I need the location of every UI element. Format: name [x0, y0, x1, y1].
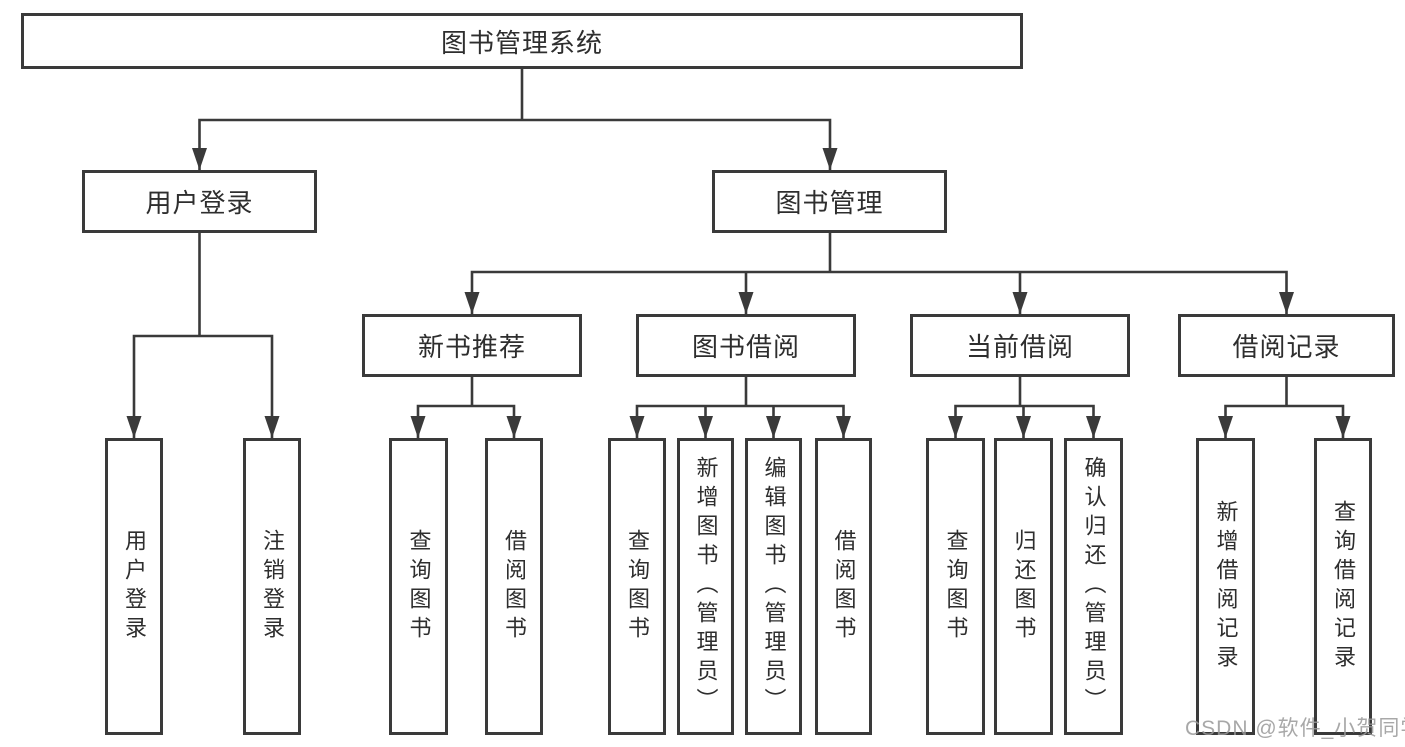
arrowhead: [410, 416, 426, 438]
arrowhead: [738, 292, 754, 314]
leaf-confirm-return-admin: 确认归还（管理员）: [1064, 438, 1123, 735]
leaf-add-book-admin: 新增图书（管理员）: [677, 438, 734, 735]
arrowhead: [698, 416, 713, 438]
arrowhead: [506, 416, 522, 438]
leaf-user-login: 用户登录: [105, 438, 163, 735]
connector-userlogin-to-leaves: [132, 231, 274, 439]
leaf-return-book: 归还图书: [994, 438, 1053, 735]
connector-bookborrow-to-leaves: [635, 375, 845, 439]
arrowhead: [1086, 416, 1101, 438]
arrowhead: [126, 416, 142, 438]
leaf-borrow-book-recommend: 借阅图书: [485, 438, 543, 735]
leaf-query-book-recommend: 查询图书: [389, 438, 448, 735]
leaf-query-borrow-record: 查询借阅记录: [1314, 438, 1372, 735]
leaf-borrow-book: 借阅图书: [815, 438, 872, 735]
leaf-query-book-borrow: 查询图书: [608, 438, 666, 735]
connector-borrowrecord-to-leaves: [1224, 375, 1345, 439]
node-book-borrow: 图书借阅: [636, 314, 856, 377]
arrowhead: [766, 416, 781, 438]
node-new-book-recommend: 新书推荐: [362, 314, 582, 377]
leaf-edit-book-admin: 编辑图书（管理员）: [745, 438, 802, 735]
arrowhead: [264, 416, 280, 438]
connector-bookmgmt-to-level3: [470, 230, 1288, 315]
arrowhead: [629, 416, 645, 438]
connector-newbook-to-leaves: [416, 375, 516, 439]
csdn-watermark: CSDN @软件_小贺同学: [1185, 717, 1405, 740]
node-book-management: 图书管理: [712, 170, 947, 233]
arrowhead: [464, 292, 480, 314]
connector-root-to-level2: [198, 66, 832, 171]
leaf-query-book-current: 查询图书: [926, 438, 985, 735]
arrowhead: [836, 416, 851, 438]
node-borrow-record: 借阅记录: [1178, 314, 1395, 377]
leaf-add-borrow-record: 新增借阅记录: [1196, 438, 1255, 735]
arrowhead: [1279, 292, 1294, 314]
arrowhead: [1218, 416, 1233, 438]
arrowhead: [948, 416, 963, 438]
arrowhead: [822, 148, 838, 170]
arrowhead: [1012, 292, 1028, 314]
node-root-library-system: 图书管理系统: [21, 13, 1023, 69]
arrowhead: [1335, 416, 1351, 438]
leaf-logout: 注销登录: [243, 438, 301, 735]
node-current-borrow: 当前借阅: [910, 314, 1130, 377]
node-user-login: 用户登录: [82, 170, 317, 233]
arrowhead: [192, 148, 207, 170]
arrowhead: [1016, 416, 1031, 438]
